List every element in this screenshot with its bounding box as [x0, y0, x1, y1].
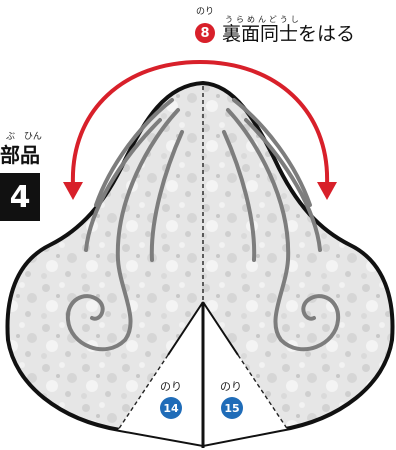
glue-14-badge: 14 — [160, 397, 182, 419]
glue-8-number: 8 — [200, 25, 210, 41]
instruction-text: 裏面同士をはる — [222, 23, 356, 45]
arrowhead-right — [317, 182, 337, 200]
curl-lines-left — [65, 98, 184, 352]
part-number: 4 — [9, 179, 31, 215]
glue-15-badge: 15 — [221, 397, 243, 419]
glue-8-badge: 8 — [195, 23, 215, 43]
glue-15-ruby: のり — [220, 380, 242, 393]
part-number-box: 4 — [0, 173, 40, 221]
arrowhead-left — [63, 182, 83, 200]
curl-lines-right — [222, 98, 341, 352]
notch-right-edge — [202, 301, 239, 356]
glue-14-number: 14 — [163, 401, 179, 415]
notch-left-edge — [167, 301, 204, 356]
glue-15-number: 15 — [224, 401, 240, 415]
glue-tab-left — [118, 302, 203, 445]
instruction-ruby: うらめんどうし — [225, 15, 302, 24]
glue-8-ruby: のり — [196, 7, 215, 17]
fold-line-right — [237, 354, 289, 431]
part-ruby: ぶ ひん — [6, 132, 42, 142]
rotation-arrow — [63, 59, 337, 200]
fold-line-left — [117, 354, 169, 431]
glue-14-ruby: のり — [160, 380, 182, 393]
part-label: 部品 — [0, 143, 40, 167]
